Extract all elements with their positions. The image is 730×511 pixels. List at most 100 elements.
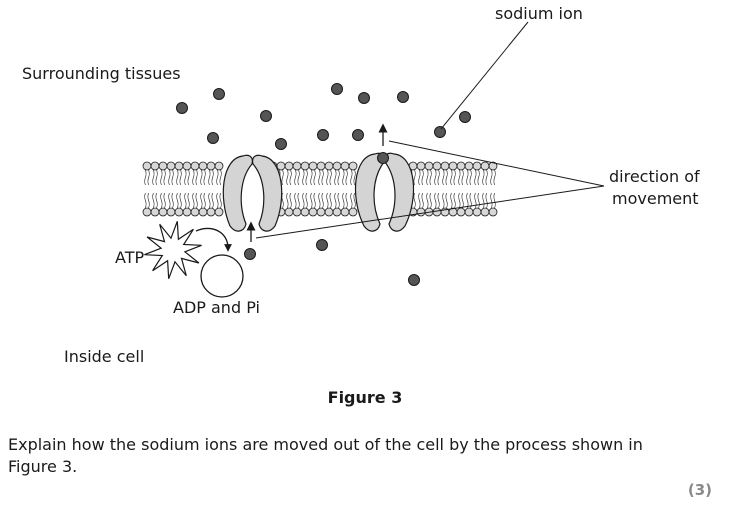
phospholipid-tail — [321, 192, 324, 209]
phospholipid-head — [488, 207, 498, 217]
sodium-ion — [260, 110, 272, 122]
cell-membrane-diagram: sodium ion Surrounding tissues direction… — [22, 4, 700, 366]
phospholipid-tail — [187, 192, 190, 209]
phospholipid-head — [198, 207, 208, 217]
phospholipid-head — [316, 161, 326, 171]
phospholipid-tail — [208, 169, 211, 186]
phospholipid-tail — [211, 169, 214, 186]
phospholipid-tail — [184, 192, 187, 209]
phospholipid-head — [480, 161, 490, 171]
phospholipid-head — [284, 207, 294, 217]
phospholipid-head — [300, 207, 310, 217]
phospholipid-head — [214, 207, 224, 217]
phospholipid-tail — [482, 192, 485, 209]
phospholipid-tail — [211, 192, 214, 209]
phospholipid-tail — [469, 169, 472, 186]
phospholipid-tail — [477, 169, 480, 186]
phospholipid-tail — [326, 169, 329, 186]
phospholipid-tail — [176, 192, 179, 209]
phospholipid-tail — [310, 169, 313, 186]
phospholipid-head — [324, 207, 334, 217]
phospholipid-tail — [442, 169, 445, 186]
marks-label: (3) — [687, 481, 712, 499]
phospholipid-bilayer — [142, 161, 498, 217]
phospholipid-tail — [171, 169, 174, 186]
phospholipid-tail — [289, 169, 292, 186]
phospholipid-tail — [152, 169, 155, 186]
phospholipid-head — [308, 207, 318, 217]
phospholipid-head — [432, 207, 442, 217]
phospholipid-head — [448, 161, 458, 171]
phospholipid-tail — [216, 169, 219, 186]
phospholipid-tail — [493, 169, 496, 186]
phospholipid-head — [456, 161, 466, 171]
phospholipid-head — [456, 207, 466, 217]
phospholipid-tail — [195, 192, 198, 209]
phospholipid-tail — [345, 169, 348, 186]
phospholipid-tail — [413, 192, 416, 209]
atp-curved-arrow — [195, 227, 232, 252]
phospholipid-tail — [155, 169, 158, 186]
phospholipid-head — [198, 161, 208, 171]
phospholipid-tail — [342, 192, 345, 209]
phospholipid-head — [158, 207, 168, 217]
phospholipid-head — [332, 207, 342, 217]
phospholipid-tail — [421, 192, 424, 209]
phospholipid-tail — [294, 192, 297, 209]
phospholipid-tail — [147, 192, 150, 209]
phospholipid-head — [464, 207, 474, 217]
phospholipid-head — [316, 207, 326, 217]
phospholipid-tail — [144, 192, 147, 209]
direction-label-line1: direction of — [609, 167, 700, 186]
phospholipid-head — [150, 161, 160, 171]
phospholipid-tail — [345, 192, 348, 209]
phospholipid-tail — [421, 169, 424, 186]
phospholipid-tail — [450, 169, 453, 186]
sodium-ion — [176, 102, 188, 114]
phospholipid-head — [488, 161, 498, 171]
phospholipid-tail — [208, 192, 211, 209]
sodium-ion — [408, 274, 420, 286]
phospholipid-head — [206, 207, 216, 217]
phospholipid-tail — [286, 169, 289, 186]
sodium-ions — [176, 83, 471, 286]
phospholipid-tail — [461, 192, 464, 209]
direction-label-line2: movement — [612, 189, 699, 208]
phospholipid-tail — [418, 169, 421, 186]
phospholipid-tail — [490, 169, 493, 186]
atp-star — [144, 221, 202, 279]
adp-circle — [200, 254, 244, 298]
phospholipid-head — [472, 161, 482, 171]
phospholipid-tail — [216, 192, 219, 209]
phospholipid-head — [142, 161, 152, 171]
phospholipid-tail — [179, 192, 182, 209]
phospholipid-tail — [297, 169, 300, 186]
phospholipid-tail — [429, 169, 432, 186]
phospholipid-tail — [337, 169, 340, 186]
phospholipid-tail — [203, 169, 206, 186]
carrier-protein-left — [222, 154, 283, 232]
phospholipid-tail — [485, 192, 488, 209]
phospholipid-head — [166, 207, 176, 217]
phospholipid-head — [190, 161, 200, 171]
phospholipid-tail — [289, 192, 292, 209]
sodium-ion — [213, 88, 225, 100]
phospholipid-tail — [474, 192, 477, 209]
sodium-ion — [397, 91, 409, 103]
phospholipid-tail — [147, 169, 150, 186]
atp-label: ATP — [115, 248, 144, 267]
phospholipid-head — [214, 161, 224, 171]
phospholipid-tail — [461, 169, 464, 186]
sodium-ion — [244, 248, 256, 260]
phospholipid-tail — [334, 169, 337, 186]
phospholipid-tail — [426, 169, 429, 186]
phospholipid-tail — [426, 192, 429, 209]
phospholipid-tail — [353, 169, 356, 186]
phospholipid-tail — [200, 192, 203, 209]
phospholipid-head — [190, 207, 200, 217]
phospholipid-tail — [337, 192, 340, 209]
phospholipid-tail — [429, 192, 432, 209]
sodium-ion — [377, 152, 389, 164]
phospholipid-tail — [474, 169, 477, 186]
phospholipid-tail — [318, 192, 321, 209]
